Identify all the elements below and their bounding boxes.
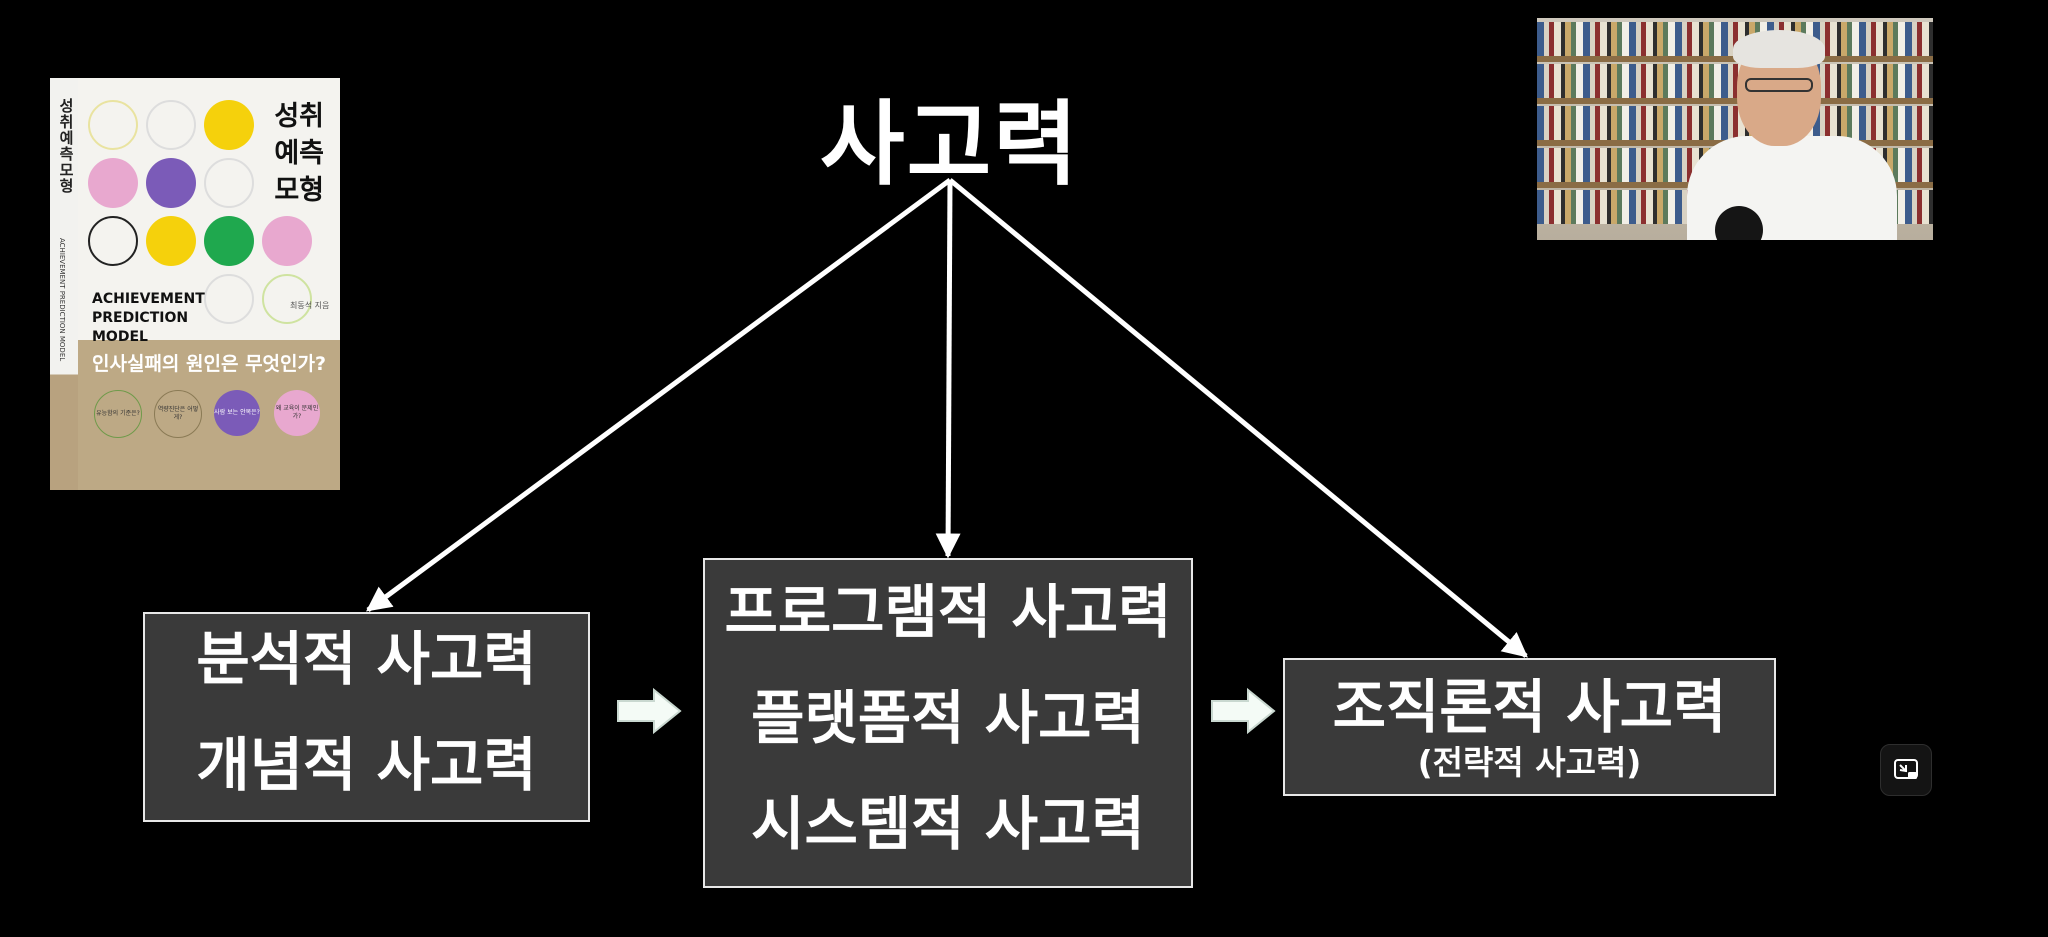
book-english-title: ACHIEVEMENT PREDICTION MODEL <box>92 290 232 347</box>
presenter-hair <box>1733 30 1825 68</box>
book-dot <box>88 158 138 208</box>
book-badge: 역량진단은 어떻게? <box>154 390 202 438</box>
book-dot <box>88 100 138 150</box>
webcam-video <box>1537 18 1933 240</box>
book-badge: 사람 보는 안목은? <box>214 390 260 436</box>
arrow-to-left-box <box>365 177 952 613</box>
block-arrow-left-to-middle <box>617 687 682 735</box>
book-author: 최동석 지음 <box>290 301 330 310</box>
book-english-line-1: ACHIEVEMENT <box>92 291 205 307</box>
box-program-platform-system: 프로그램적 사고력 플랫폼적 사고력 시스템적 사고력 <box>703 558 1193 888</box>
book-spine-english: ACHIEVEMENT PREDICTION MODEL <box>58 238 66 362</box>
book-badge: 유능함의 기준은? <box>94 390 142 438</box>
pip-button[interactable] <box>1880 744 1932 796</box>
book-dot <box>146 216 196 266</box>
picture-in-picture-icon <box>1894 759 1918 779</box>
book-english-line-3: MODEL <box>92 329 148 345</box>
book-dot <box>88 216 138 266</box>
book-dot <box>146 158 196 208</box>
box-left-line-2: 개념적 사고력 <box>196 731 537 799</box>
box-analytical-conceptual: 분석적 사고력 개념적 사고력 <box>143 612 590 822</box>
microphone <box>1715 206 1763 240</box>
arrow-to-right-box <box>948 178 1528 658</box>
box-left-line-1: 분석적 사고력 <box>196 625 537 693</box>
book-badge: 왜 교육이 문제인가? <box>274 390 320 436</box>
box-organizational: 조직론적 사고력 (전략적 사고력) <box>1283 658 1776 796</box>
book-subtitle: 인사실패의 원인은 무엇인가? <box>92 353 327 375</box>
book-dot <box>146 100 196 150</box>
box-right-sub: (전략적 사고력) <box>1417 743 1642 782</box>
bookshelf-row <box>1537 64 1933 98</box>
book-spine: 성취예측모형 ACHIEVEMENT PREDICTION MODEL <box>50 78 78 490</box>
arrow-to-middle-box <box>935 179 961 559</box>
book-title-line-3: 모형 <box>274 175 324 206</box>
book-dot <box>262 274 312 324</box>
book-cover-image: 성취예측모형 ACHIEVEMENT PREDICTION MODEL 성취 예… <box>50 78 340 490</box>
book-dot <box>204 216 254 266</box>
presenter-glasses <box>1745 78 1813 92</box>
book-dot <box>204 100 254 150</box>
book-title: 성취 예측 모형 <box>254 98 324 209</box>
book-english-line-2: PREDICTION <box>92 310 189 326</box>
book-spine-title: 성취예측모형 <box>57 98 75 194</box>
box-mid-line-1: 프로그램적 사고력 <box>724 578 1172 646</box>
bookshelf-row <box>1537 106 1933 140</box>
book-title-line-2: 예측 <box>274 138 324 169</box>
book-dot <box>262 216 312 266</box>
book-dot <box>204 158 254 208</box>
box-mid-line-3: 시스템적 사고력 <box>751 790 1145 858</box>
book-title-line-1: 성취 <box>274 101 324 132</box>
diagram-title: 사고력 <box>820 91 1080 198</box>
box-right-main: 조직론적 사고력 <box>1332 673 1727 741</box>
box-mid-line-2: 플랫폼적 사고력 <box>751 684 1145 752</box>
bookshelf-board <box>1537 98 1933 104</box>
book-dot <box>204 274 254 324</box>
block-arrow-middle-to-right <box>1211 687 1276 735</box>
book-front: 성취 예측 모형 ACHIEVEMENT PREDICTION MODEL 최동… <box>78 78 340 490</box>
